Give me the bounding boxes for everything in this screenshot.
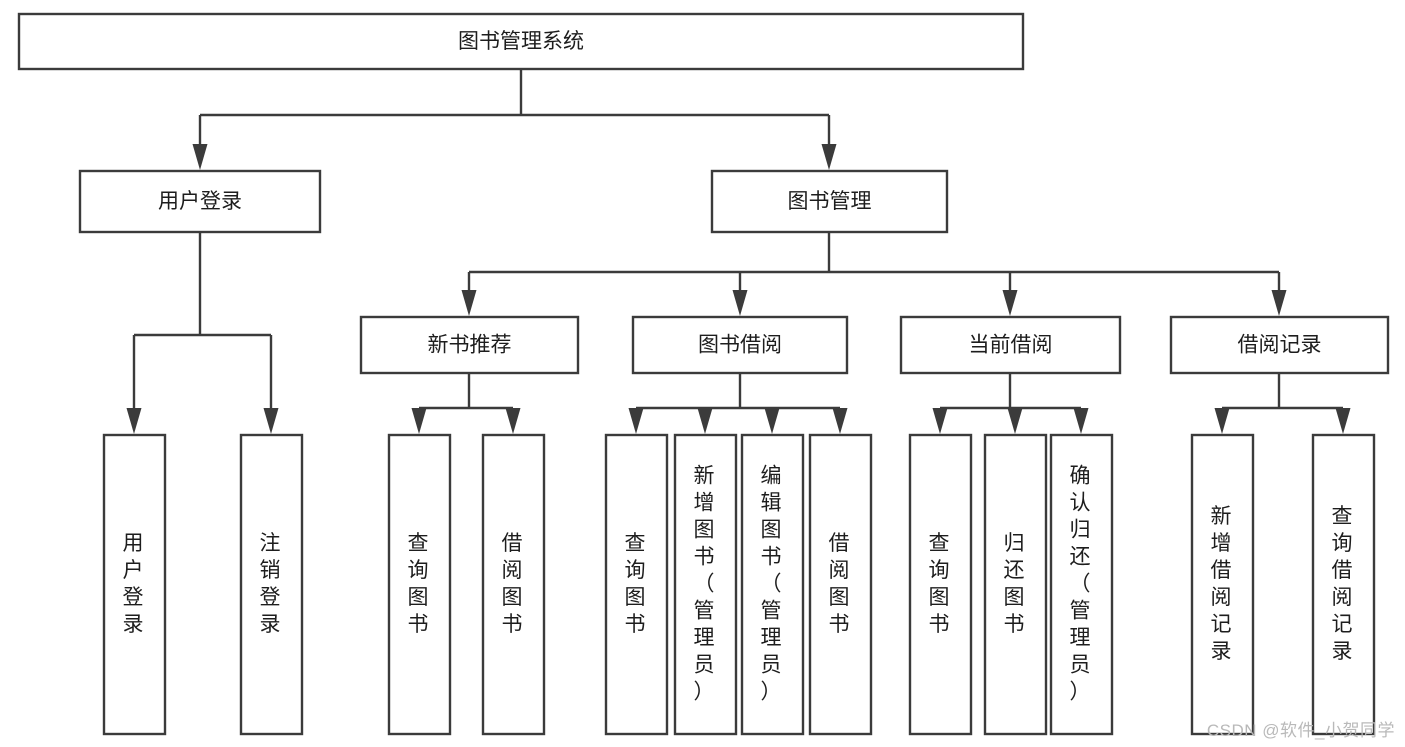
- connector-group-book-borrow-children: [628, 373, 848, 434]
- arrow-head-icon: [505, 408, 521, 434]
- node-box: [387, 433, 452, 736]
- arrow-head-icon: [411, 408, 427, 434]
- node-label: 用户登录: [123, 532, 147, 636]
- arrow-head-icon: [126, 408, 142, 434]
- arrow-head-icon: [1271, 290, 1287, 316]
- node-label: 查询图书: [408, 532, 432, 636]
- node-book-borrow[interactable]: 图书借阅: [631, 315, 849, 375]
- node-box: [102, 433, 167, 736]
- node-leaf-return-book[interactable]: 归还图书: [983, 433, 1048, 736]
- node-leaf-logout[interactable]: 注销登录: [239, 433, 304, 736]
- arrow-head-icon: [1007, 408, 1023, 434]
- arrow-head-icon: [461, 290, 477, 316]
- node-box: [1190, 433, 1255, 736]
- node-leaf-confirm-return[interactable]: 确认归还（管理员）: [1049, 433, 1114, 736]
- node-box: [740, 433, 805, 736]
- node-label: 当前借阅: [969, 334, 1053, 357]
- node-leaf-add-record[interactable]: 新增借阅记录: [1190, 433, 1255, 736]
- node-leaf-borrow-book-2[interactable]: 借阅图书: [808, 433, 873, 736]
- node-label: 归还图书: [1004, 532, 1028, 636]
- node-current-borrow[interactable]: 当前借阅: [899, 315, 1122, 375]
- node-label: 确认归还（管理员）: [1070, 464, 1094, 703]
- node-label: 借阅图书: [829, 532, 853, 636]
- arrow-head-icon: [263, 408, 279, 434]
- node-leaf-query-book-2[interactable]: 查询图书: [604, 433, 669, 736]
- node-root[interactable]: 图书管理系统: [17, 12, 1025, 71]
- node-box: [710, 169, 949, 234]
- node-box: [239, 433, 304, 736]
- node-box: [1169, 315, 1390, 375]
- arrow-head-icon: [1002, 290, 1018, 316]
- node-new-book-rec[interactable]: 新书推荐: [359, 315, 580, 375]
- arrow-head-icon: [192, 144, 208, 170]
- connector-group-user-login-children: [126, 232, 279, 434]
- arrow-head-icon: [821, 144, 837, 170]
- node-box: [908, 433, 973, 736]
- node-box: [808, 433, 873, 736]
- node-leaf-edit-book[interactable]: 编辑图书（管理员）: [740, 433, 805, 736]
- arrow-head-icon: [932, 408, 948, 434]
- node-leaf-add-book[interactable]: 新增图书（管理员）: [673, 433, 738, 736]
- connector-group-root-children: [192, 69, 837, 170]
- node-label: 新增借阅记录: [1211, 505, 1235, 663]
- arrow-head-icon: [697, 408, 713, 434]
- connector-group-current-borrow-children: [932, 373, 1089, 434]
- node-label: 新增图书（管理员）: [694, 464, 718, 703]
- connector-group-new-book-rec-children: [411, 373, 521, 434]
- node-label: 图书借阅: [698, 334, 782, 357]
- node-label: 图书管理系统: [458, 30, 584, 53]
- node-box: [1049, 433, 1114, 736]
- arrow-head-icon: [1335, 408, 1351, 434]
- node-layer: 图书管理系统用户登录图书管理新书推荐图书借阅当前借阅借阅记录用户登录注销登录查询…: [17, 12, 1390, 736]
- node-leaf-query-record[interactable]: 查询借阅记录: [1311, 433, 1376, 736]
- node-box: [631, 315, 849, 375]
- node-borrow-record[interactable]: 借阅记录: [1169, 315, 1390, 375]
- arrow-head-icon: [1214, 408, 1230, 434]
- node-label: 图书管理: [788, 190, 872, 213]
- arrow-head-icon: [1073, 408, 1089, 434]
- node-box: [673, 433, 738, 736]
- connector-group-book-admin-children: [461, 232, 1287, 316]
- node-box: [899, 315, 1122, 375]
- node-box: [481, 433, 546, 736]
- node-label: 借阅记录: [1238, 334, 1322, 357]
- node-leaf-query-book-1[interactable]: 查询图书: [387, 433, 452, 736]
- node-leaf-query-book-3[interactable]: 查询图书: [908, 433, 973, 736]
- node-leaf-user-login[interactable]: 用户登录: [102, 433, 167, 736]
- node-box: [78, 169, 322, 234]
- node-box: [983, 433, 1048, 736]
- node-label: 查询借阅记录: [1332, 505, 1356, 663]
- node-leaf-borrow-book-1[interactable]: 借阅图书: [481, 433, 546, 736]
- node-label: 查询图书: [929, 532, 953, 636]
- arrow-head-icon: [732, 290, 748, 316]
- arrow-head-icon: [832, 408, 848, 434]
- node-user-login[interactable]: 用户登录: [78, 169, 322, 234]
- connector-layer: [126, 69, 1351, 434]
- arrow-head-icon: [628, 408, 644, 434]
- node-label: 查询图书: [625, 532, 649, 636]
- node-label: 借阅图书: [502, 532, 526, 636]
- node-label: 编辑图书（管理员）: [761, 464, 785, 703]
- connector-group-borrow-record-children: [1214, 373, 1351, 434]
- node-label: 用户登录: [158, 190, 242, 213]
- node-label: 新书推荐: [428, 334, 512, 357]
- node-box: [1311, 433, 1376, 736]
- node-book-admin[interactable]: 图书管理: [710, 169, 949, 234]
- node-label: 注销登录: [260, 532, 284, 636]
- node-box: [17, 12, 1025, 71]
- node-box: [359, 315, 580, 375]
- node-box: [604, 433, 669, 736]
- arrow-head-icon: [764, 408, 780, 434]
